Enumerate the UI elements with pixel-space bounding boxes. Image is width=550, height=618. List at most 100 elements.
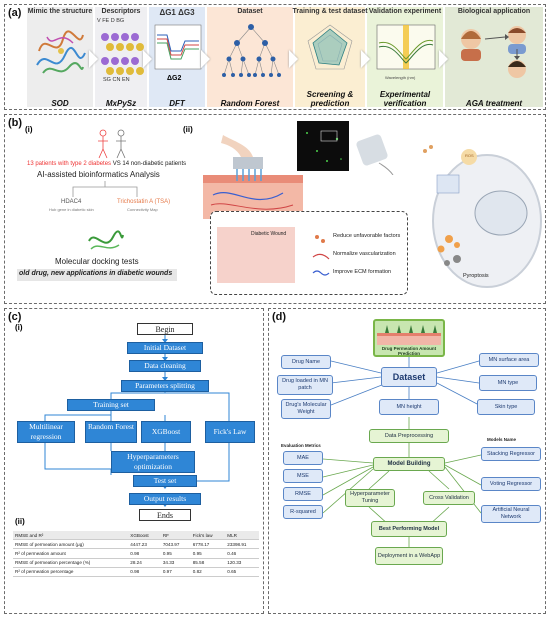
flow-training-set: Training set (67, 399, 155, 411)
stage-bg-screening (295, 7, 365, 107)
microneedle-skin-illustration (203, 135, 303, 219)
data-preprocessing-node: Data Preprocessing (369, 429, 449, 443)
panel-b-sub-i: (i) (25, 125, 33, 134)
flow-test-set: Test set (133, 475, 197, 487)
table-cell: 0.98 (128, 548, 161, 559)
ros-label: ROS (465, 153, 474, 158)
dft-energy-plot (154, 24, 202, 70)
panel-b: (b) (i) (ii) 13 patients with type 2 dia… (4, 114, 546, 304)
flow-begin: Begin (137, 323, 193, 335)
crystal-lattice-icon (101, 33, 144, 75)
metrics-title: Evaluation Metrics (281, 443, 321, 448)
table-cell: 23398.91 (225, 539, 259, 550)
flow-output-results: Output results (129, 493, 201, 505)
tsa-label: Trichostatin A (TSA) (117, 199, 171, 205)
wound-tissue (217, 227, 295, 283)
diabetic-wound-label: Diabetic Wound (251, 231, 287, 237)
patients-control: VS 14 non-diabetic patients (111, 161, 187, 167)
molecule-docking-icon (88, 230, 124, 250)
tagline-bar (17, 269, 177, 281)
metric-rmse: RMSE (283, 487, 323, 501)
branch-arrows (72, 181, 138, 197)
flow-initial-dataset: Initial Dataset (127, 342, 203, 354)
hyperparameter-tuning-node: Hyperparameter Tuning (345, 489, 395, 507)
effect-dots (311, 231, 331, 281)
stage-title-mimic: Mimic the structure (27, 8, 93, 15)
panel-c-label: (c) (8, 311, 22, 323)
feature-molecular-weight: Drug's Molecular Weight (281, 399, 331, 419)
flow-arrow-icon (143, 50, 152, 68)
flow-arrow-icon (289, 50, 298, 68)
table-cell: 0.82 (190, 567, 226, 577)
hdac4-label: HDAC4 (61, 199, 82, 205)
stage-label-verification: Experimental verification (379, 90, 431, 108)
panel-c: (c) (i) (ii) Begin Initi (4, 308, 264, 614)
metric-mae: MAE (283, 451, 323, 465)
effect-3: Improve ECM formation (333, 269, 392, 275)
model-voting: Voting Regressor (481, 477, 541, 491)
flow-hyperparameters: Hyperparameters optimization (111, 451, 195, 473)
table-row: R² of permeation percentage 0.98 0.97 0.… (13, 567, 259, 577)
table-cell: 0.95 (160, 548, 191, 559)
stage-title-dft: ΔG1 ΔG3 (159, 8, 195, 17)
table-row: RMSE of permeation amount (μg) 4447.23 7… (13, 539, 259, 550)
flow-multilinear: Multilinear regression (17, 421, 75, 443)
cross-validation-node: Cross Validation (423, 491, 475, 505)
table-row: RMSE of permeation percentage (%) 28.24 … (13, 558, 259, 568)
aga-treatment-icon (461, 26, 526, 78)
stage-label-mxpysz: MxPySz (105, 99, 137, 108)
model-building-node: Model Building (373, 457, 445, 471)
flow-arrow-icon (89, 50, 98, 68)
table-cell: 6778.17 (190, 539, 226, 550)
table-cell: RMSE of permeation amount (μg) (13, 539, 129, 550)
hdac4-sub: Hub gene in diabetic skin (49, 207, 94, 212)
model-stacking: Stacking Regressor (481, 447, 541, 461)
stage-label-sod: SOD (51, 99, 69, 108)
table-cell: 0.98 (128, 567, 161, 577)
metric-r-squared: R-squared (283, 505, 323, 519)
pyroptosis-label: Pyroptosis (463, 273, 489, 279)
skin-microneedle-icon (377, 325, 441, 345)
table-cell: R² of permeation amount (13, 548, 129, 559)
panel-d-label: (d) (272, 311, 287, 323)
stage-title-bio: Biological application (457, 8, 531, 15)
prediction-header-box: Drug Permeation Amount Prediction (373, 319, 445, 357)
feature-mn-type: MN type (479, 375, 537, 391)
deployment-node: Deployment in a WebApp (375, 547, 443, 565)
stage-label-screening: Screening & prediction (306, 90, 354, 108)
descriptors-top: V FE D BG (97, 18, 125, 24)
panel-d: (d) (268, 308, 546, 614)
flow-arrow-icon (439, 50, 448, 68)
stage-title-descriptors: Descriptors (101, 8, 141, 15)
table-cell: 7043.97 (160, 539, 191, 550)
feature-drug-name: Drug Name (281, 355, 331, 369)
tagline: old drug, new applications in diabetic w… (19, 270, 173, 277)
patients-diabetic: 13 patients with type 2 diabetes (27, 161, 112, 167)
feature-mn-surface-area: MN surface area (479, 353, 539, 367)
flow-xgboost: XGBoost (141, 421, 191, 443)
flow-random-forest: Random Forest (85, 421, 137, 443)
tsa-sub: Connectivity Map (127, 207, 158, 212)
patients-line: 13 patients with type 2 diabetes VS 14 n… (27, 161, 195, 167)
panel-c-sub-ii: (ii) (15, 517, 25, 526)
table-header: RMSE and R² (13, 531, 129, 541)
models-title: Models Name (487, 437, 517, 442)
table-cell: 34.33 (160, 558, 191, 568)
stage-title-training: Training & test dataset (292, 8, 368, 15)
table-cell: 0.95 (190, 548, 226, 559)
table-cell: 0.46 (225, 548, 259, 559)
best-model-node: Best Performing Model (371, 521, 447, 537)
panel-b-sub-ii: (ii) (183, 125, 193, 134)
feature-drug-loaded: Drug loaded in MN patch (277, 375, 333, 395)
stage-title-validation: Validation experiment (368, 8, 442, 15)
stage-label-dft: DFT (169, 99, 185, 108)
metric-mse: MSE (283, 469, 323, 483)
flow-arrow-icon (201, 50, 210, 68)
spectrum-plot-icon (376, 24, 436, 70)
prediction-header: Drug Permeation Amount Prediction (381, 346, 437, 356)
table-cell: RMSE of permeation percentage (%) (13, 558, 129, 568)
table-header: XGBoost (128, 531, 161, 541)
stage-label-aga: AGA treatment (465, 99, 523, 108)
panel-d-connectors (322, 357, 482, 547)
feature-skin-type: Skin type (477, 399, 535, 415)
